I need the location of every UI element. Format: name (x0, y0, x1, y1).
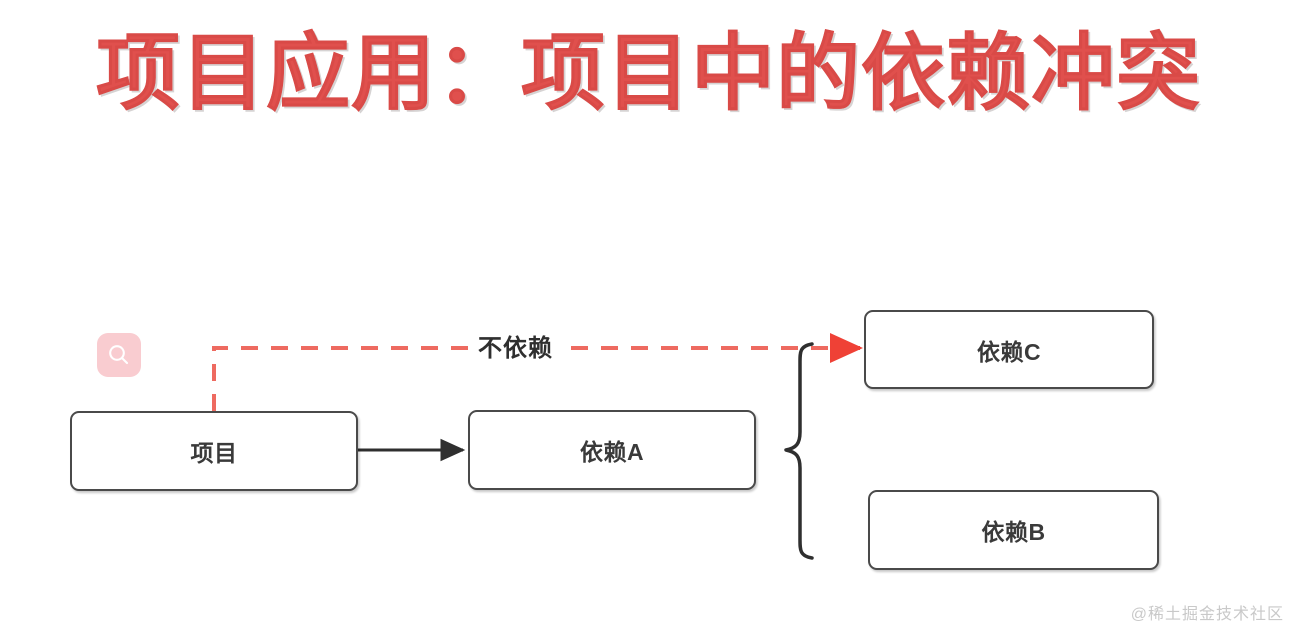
node-project[interactable]: 项目 (70, 411, 358, 491)
node-dependency-c-label: 依赖C (976, 338, 1042, 365)
edge-label-no-dependency: 不依赖 (472, 332, 559, 366)
node-dependency-b-label: 依赖B (981, 519, 1046, 545)
search-icon-badge[interactable] (97, 333, 141, 377)
search-icon (106, 342, 132, 368)
node-dependency-a-label: 依赖A (579, 439, 645, 465)
node-dependency-a[interactable]: 依赖A (468, 410, 756, 490)
node-dependency-b[interactable]: 依赖B (868, 490, 1159, 570)
node-dependency-c[interactable]: 依赖C (864, 310, 1154, 389)
dependency-group-brace (784, 342, 814, 560)
page-title: 项目应用：项目中的依赖冲突 (96, 25, 1202, 120)
watermark: @稀土掘金技术社区 (1130, 606, 1284, 623)
node-project-label: 项目 (190, 440, 238, 466)
